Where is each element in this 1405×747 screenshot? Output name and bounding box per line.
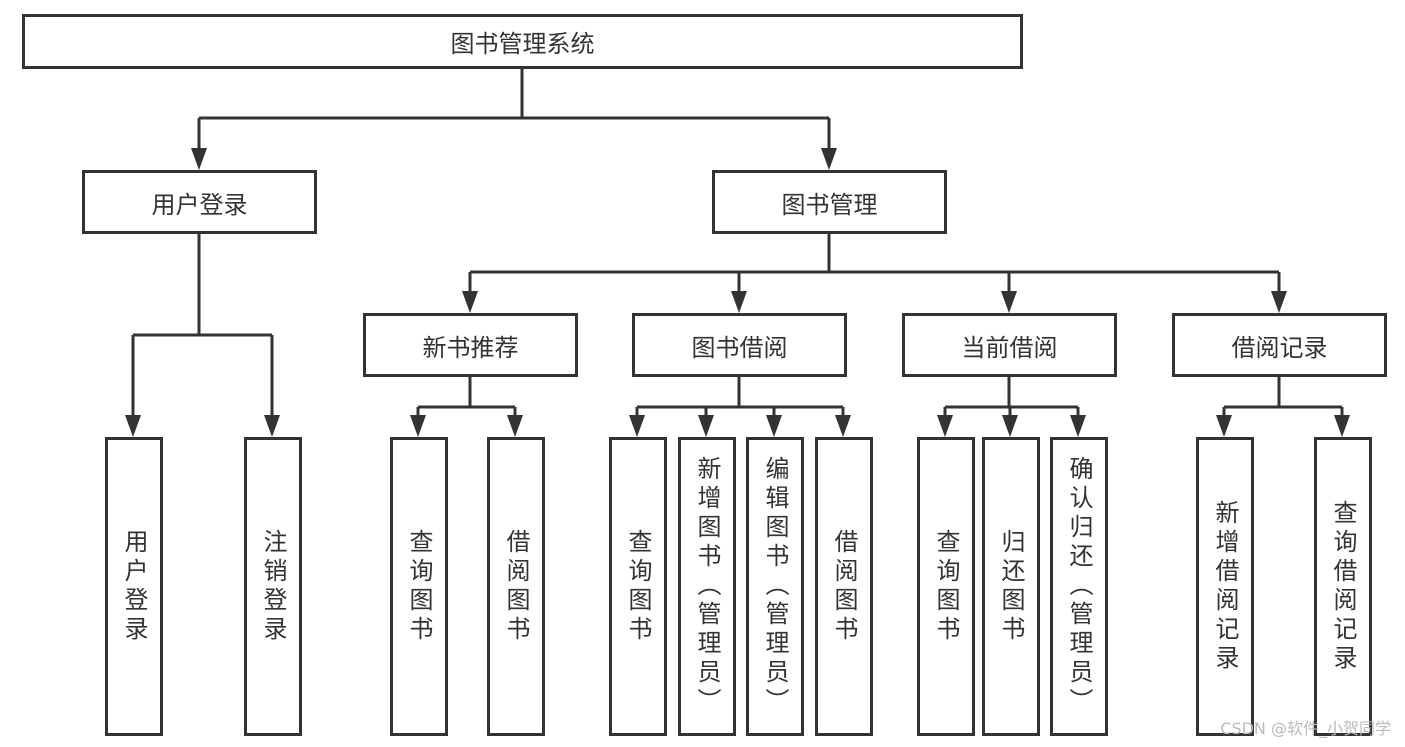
node-label: 新增借阅记录 (1211, 499, 1239, 674)
arrow-head-icon (1070, 415, 1086, 437)
level1-node: 用户登录 (82, 170, 317, 234)
node-label: 借阅记录 (1231, 333, 1328, 362)
leaf-node: 用户登录 (105, 437, 163, 736)
level2-node: 图书借阅 (632, 313, 847, 377)
node-label: 图书管理 (781, 190, 878, 219)
arrow-head-icon (507, 415, 523, 437)
arrow-head-icon (264, 415, 280, 437)
arrow-head-icon (191, 148, 207, 170)
leaf-node: 确认归还（管理员） (1050, 437, 1108, 736)
root-node: 图书管理系统 (22, 14, 1023, 69)
level2-node: 新书推荐 (363, 313, 578, 377)
arrow-head-icon (1216, 415, 1232, 437)
level2-node: 借阅记录 (1172, 313, 1387, 377)
arrow-head-icon (937, 415, 953, 437)
node-label: 新书推荐 (422, 333, 519, 362)
node-label: 新增图书（管理员） (693, 456, 721, 717)
arrow-head-icon (1002, 415, 1018, 437)
arrow-head-icon (629, 415, 645, 437)
leaf-node: 查询图书 (917, 437, 975, 736)
level2-node: 当前借阅 (902, 313, 1117, 377)
node-label: 查询图书 (624, 528, 652, 645)
node-label: 借阅图书 (502, 528, 530, 645)
leaf-node: 归还图书 (982, 437, 1040, 736)
node-label: 确认归还（管理员） (1065, 456, 1093, 717)
leaf-node: 查询图书 (390, 437, 448, 736)
arrow-head-icon (1001, 291, 1017, 313)
node-label: 查询图书 (405, 528, 433, 645)
node-label: 用户登录 (120, 528, 148, 645)
node-label: 归还图书 (997, 528, 1025, 645)
arrow-head-icon (835, 415, 851, 437)
arrow-head-icon (1271, 291, 1287, 313)
node-label: 注销登录 (259, 528, 287, 645)
leaf-node: 查询借阅记录 (1314, 437, 1372, 736)
leaf-node: 借阅图书 (815, 437, 873, 736)
arrow-head-icon (462, 291, 478, 313)
node-label: 当前借阅 (961, 333, 1058, 362)
node-label: 编辑图书（管理员） (761, 456, 789, 717)
node-label: 查询图书 (932, 528, 960, 645)
arrow-head-icon (1334, 415, 1350, 437)
node-label: 借阅图书 (830, 528, 858, 645)
node-label: 图书借阅 (691, 333, 788, 362)
watermark: CSDN @软件_小贺同学 (1220, 719, 1391, 738)
arrow-head-icon (731, 291, 747, 313)
leaf-node: 编辑图书（管理员） (746, 437, 804, 736)
arrow-head-icon (410, 415, 426, 437)
leaf-node: 新增借阅记录 (1196, 437, 1254, 736)
arrow-head-icon (821, 148, 837, 170)
node-label: 查询借阅记录 (1329, 499, 1357, 674)
arrow-head-icon (766, 415, 782, 437)
level1-node: 图书管理 (712, 170, 947, 234)
leaf-node: 查询图书 (609, 437, 667, 736)
node-label: 图书管理系统 (450, 30, 595, 58)
arrow-head-icon (698, 415, 714, 437)
node-label: 用户登录 (151, 190, 248, 219)
leaf-node: 注销登录 (244, 437, 302, 736)
leaf-node: 新增图书（管理员） (678, 437, 736, 736)
leaf-node: 借阅图书 (487, 437, 545, 736)
arrow-head-icon (125, 415, 141, 437)
